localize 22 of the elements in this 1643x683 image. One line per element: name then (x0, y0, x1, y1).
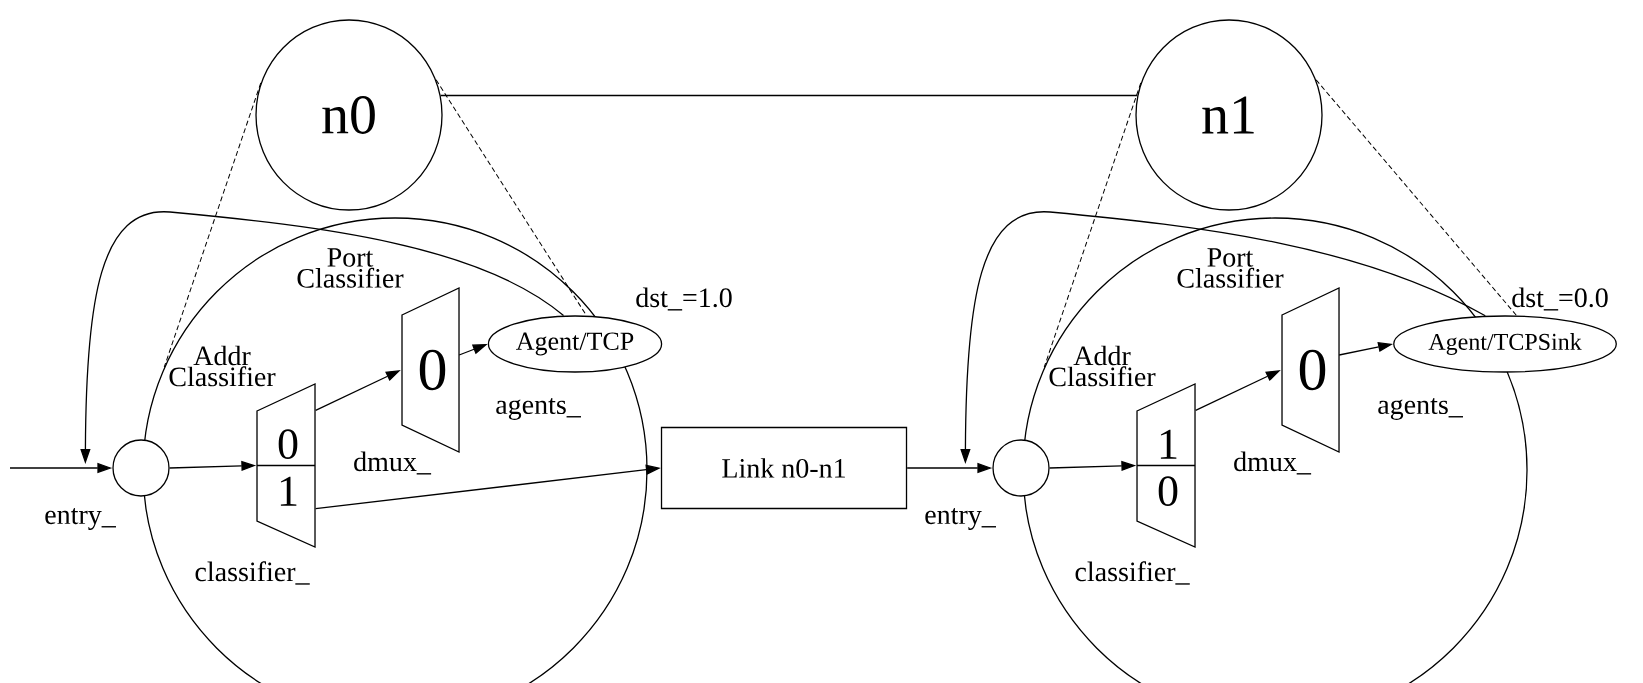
node-label: agents_ (1378, 398, 1463, 420)
dashed-line (1043, 82, 1142, 368)
node-label: Port Classifier (297, 248, 404, 288)
node-label: dst_=1.0 (636, 287, 732, 311)
link-box: Link n0-n1 (660, 426, 908, 510)
node-label: entry_ (45, 508, 116, 530)
dashed-line (163, 82, 262, 368)
entry-circle (112, 439, 170, 497)
node-label: classifier_ (195, 561, 310, 585)
node-label: dmux_ (354, 451, 432, 475)
node-label: dmux_ (1234, 451, 1312, 475)
node-label: entry_ (925, 508, 996, 530)
node-label: classifier_ (1075, 561, 1190, 585)
entry-circle (992, 439, 1050, 497)
dashed-line (435, 79, 587, 317)
dmux-trapezoid: 0 (1281, 286, 1340, 454)
node-label: Port Classifier (1177, 248, 1284, 288)
node-label: dst_=0.0 (1512, 287, 1608, 311)
node-label: agents_ (496, 398, 581, 420)
connector-line (440, 94, 1138, 97)
dashed-line (1315, 79, 1518, 316)
dmux-trapezoid: 0 (401, 286, 460, 454)
